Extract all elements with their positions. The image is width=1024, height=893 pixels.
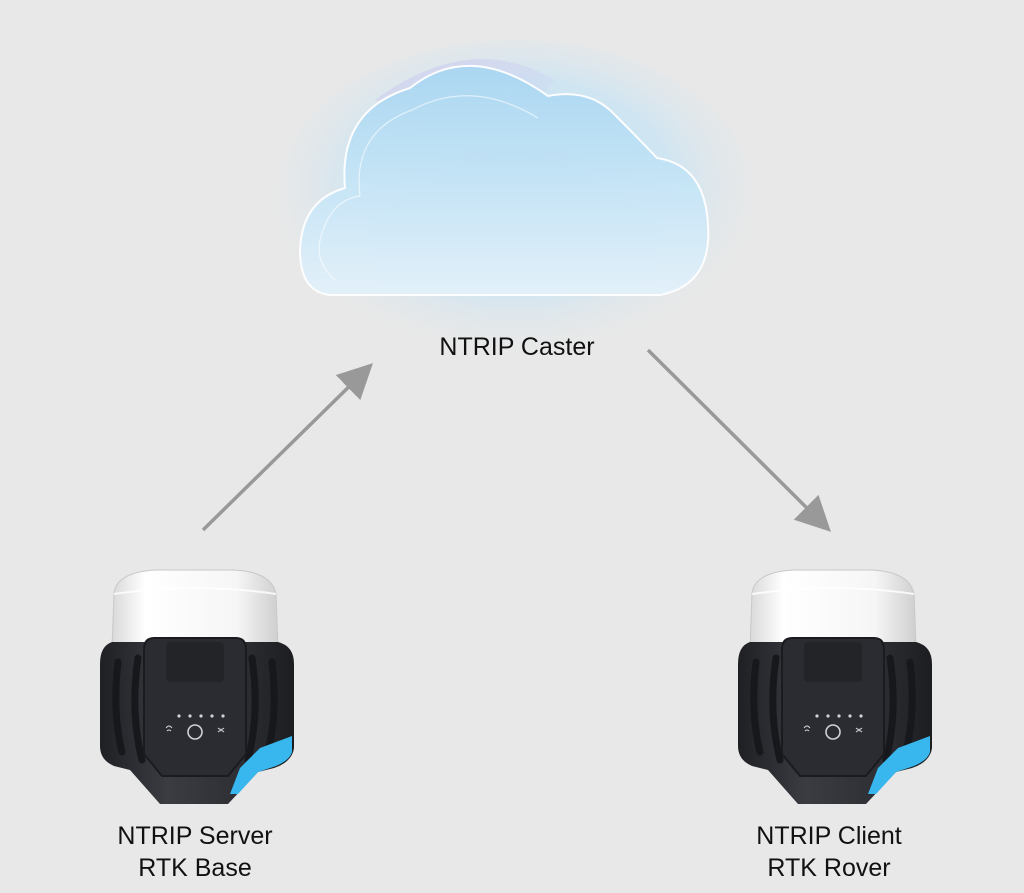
caster-label: NTRIP Caster: [367, 331, 667, 363]
arrow-caster-to-client: [646, 348, 831, 532]
server-receiver-icon: [100, 570, 294, 804]
caster-label-text: NTRIP Caster: [439, 333, 595, 361]
server-label-line1: NTRIP Server: [117, 822, 273, 850]
server-label: NTRIP Server RTK Base: [45, 820, 345, 884]
client-label-line2: RTK Rover: [767, 854, 891, 882]
client-receiver-icon: [738, 570, 932, 804]
server-label-line2: RTK Base: [138, 854, 252, 882]
cloud-icon: [275, 40, 755, 360]
client-label: NTRIP Client RTK Rover: [679, 820, 979, 884]
client-label-line1: NTRIP Client: [756, 822, 902, 850]
arrow-server-to-caster: [201, 363, 373, 532]
